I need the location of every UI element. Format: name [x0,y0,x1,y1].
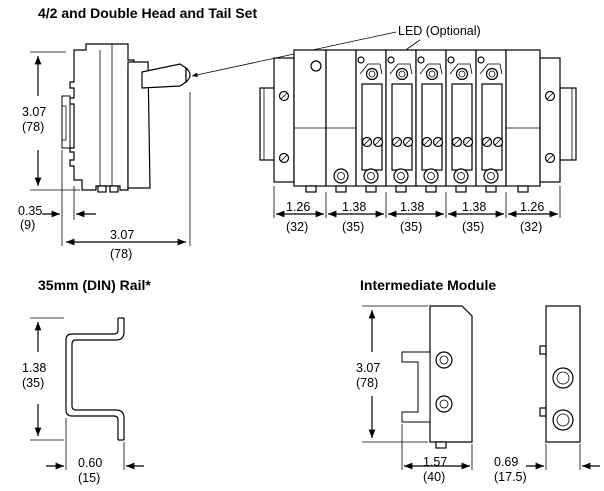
dim-set-depth-in: 3.07 [110,228,134,242]
dim-tail-width-in: 1.26 [520,200,544,214]
dim-int-height-mm: (78) [356,376,378,390]
front-view-dimensions: 1.26 (32) 1.38 (35) 1.38 (35) 1.38 (35) … [273,186,561,234]
valve-module-5 [445,49,477,193]
dim-mod3-in: 1.38 [462,200,486,214]
head-module [293,49,327,187]
title-intermediate-module: Intermediate Module [360,277,496,293]
dim-mod2-in: 1.38 [400,200,424,214]
dim-mod1-mm: (35) [342,220,364,234]
valve-module-1 [325,49,357,193]
front-view [259,49,577,193]
dim-int-depth-in: 1.57 [423,455,447,469]
intermediate-side-view [401,305,473,449]
valve-module-6 [475,49,507,193]
dim-int-width-in: 0.69 [494,455,518,469]
valve-module-2 [355,49,387,193]
tail-module [505,49,541,187]
title-head-tail-set: 4/2 and Double Head and Tail Set [38,5,257,21]
din-rail-profile [65,317,125,441]
intermediate-front-dimensions: 0.69 (17.5) [494,444,600,484]
dim-mod3-mm: (35) [462,220,484,234]
dim-set-offset-in: 0.35 [18,204,42,218]
dim-int-height-in: 3.07 [356,361,380,375]
dim-rail-height-in: 1.38 [22,361,46,375]
led-callout-label: LED (Optional) [398,24,481,38]
dim-int-width-mm: (17.5) [494,470,527,484]
dim-mod1-in: 1.38 [342,200,366,214]
dim-set-depth-mm: (78) [110,247,132,261]
dim-rail-flange-mm: (15) [78,471,100,485]
side-view-dimensions: 3.07 (78) 0.35 (9) 3.07 (78) [18,51,191,261]
dim-set-offset-mm: (9) [20,218,35,232]
dim-set-height-in: 3.07 [22,105,46,119]
valve-module-4 [415,49,447,193]
intermediate-side-dimensions: 3.07 (78) 1.57 (40) [356,305,473,484]
dim-rail-flange-in: 0.60 [78,456,102,470]
dim-mod2-mm: (35) [400,220,422,234]
side-view [61,43,191,193]
din-rail-dimensions: 1.38 (35) 0.60 (15) [22,317,144,485]
tail-end-plate [539,57,561,183]
dim-int-depth-mm: (40) [423,470,445,484]
dim-tail-width-mm: (32) [520,220,542,234]
dim-rail-height-mm: (35) [22,376,44,390]
intermediate-front-view [539,305,581,443]
head-end-plate [273,57,295,183]
dim-head-width-in: 1.26 [286,200,310,214]
dim-set-height-mm: (78) [22,120,44,134]
dim-head-width-mm: (32) [286,220,308,234]
valve-module-3 [385,49,417,193]
title-din-rail: 35mm (DIN) Rail* [38,277,151,293]
